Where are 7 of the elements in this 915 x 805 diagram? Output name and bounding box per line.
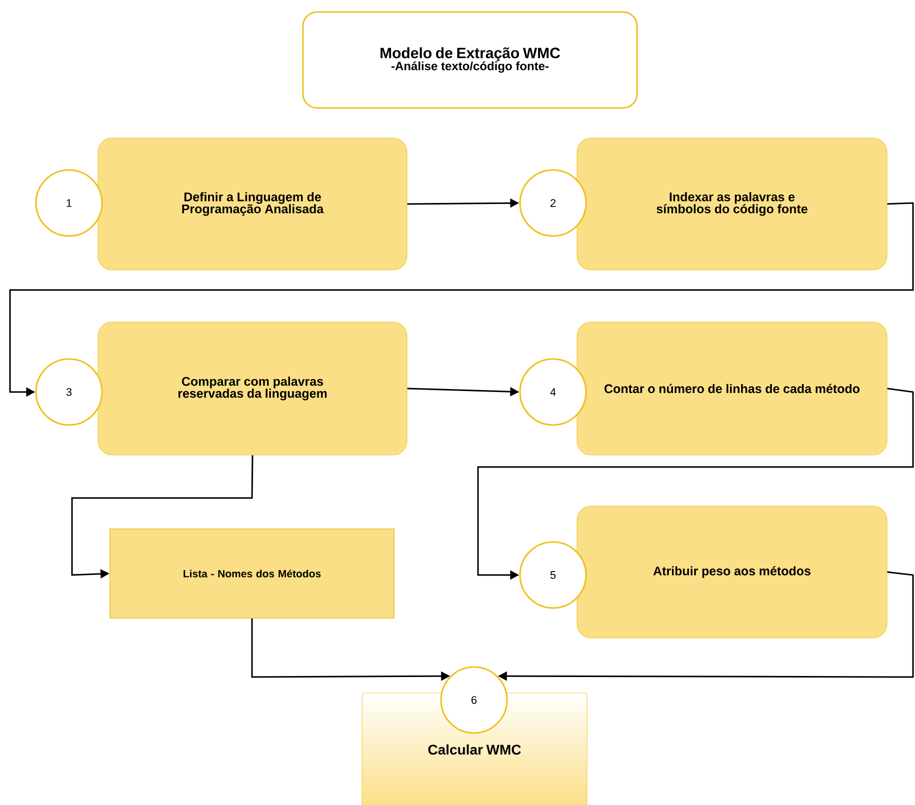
list-box: Lista - Nomes dos Métodos <box>110 528 394 618</box>
process-box: Definir a Linguagem de Programação Analisada <box>98 138 408 270</box>
title-box: Modelo de Extração WMC -Análise texto/código fonte- <box>302 11 638 109</box>
process-box: Atribuir peso aos métodos <box>576 506 888 638</box>
process-box: Contar o número de linhas de cada método <box>576 322 888 456</box>
process-box: Comparar com palavras reservadas da linguagem <box>98 322 408 456</box>
process-box: Indexar as palavras e símbolos do código fonte <box>576 138 888 270</box>
